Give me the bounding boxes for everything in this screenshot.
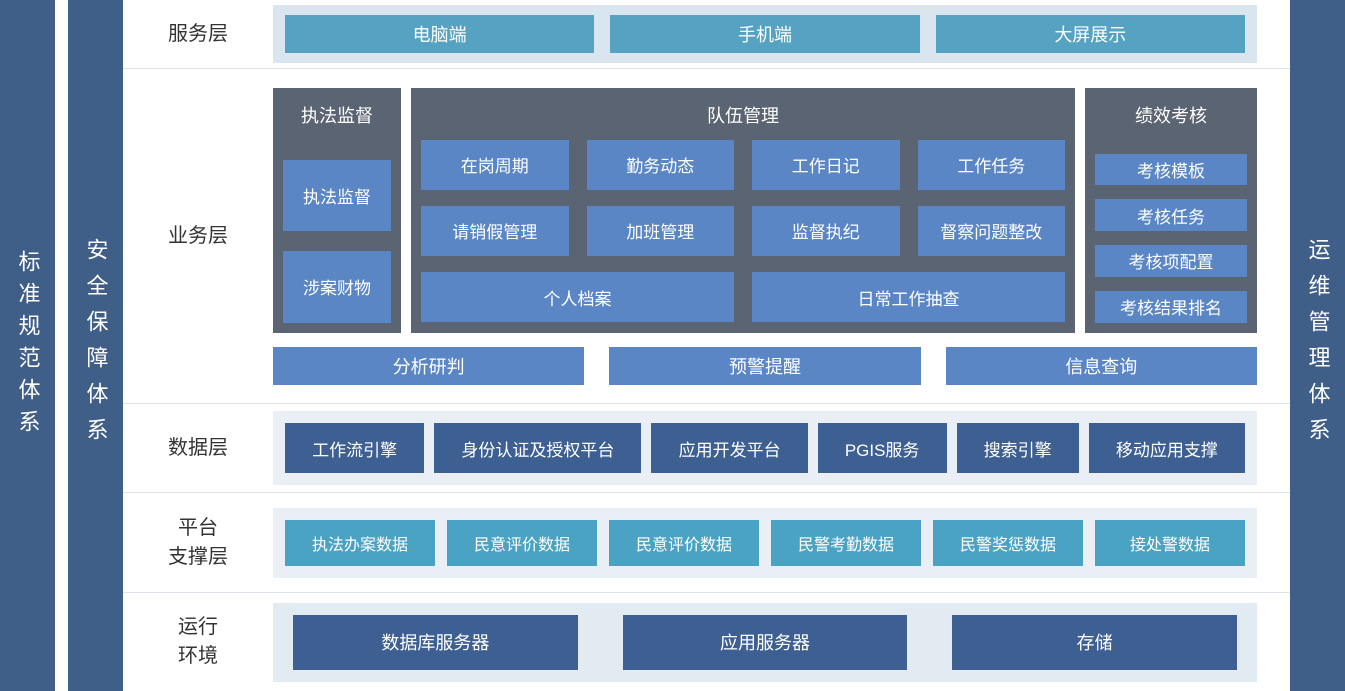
data-layer-label: 数据层 (123, 404, 273, 492)
business-layer-label: 业务层 (123, 69, 273, 403)
runtime-item-storage: 存储 (952, 614, 1238, 670)
data-item-app-dev-platform: 应用开发平台 (651, 423, 808, 473)
data-item-pgis-service: PGIS服务 (817, 423, 947, 473)
team-management-grid: 在岗周期 勤务动态 工作日记 工作任务 请销假管理 加班管理 监督执纪 督察问题… (421, 139, 1065, 323)
business-groups: 执法监督 执法监督 涉案财物 队伍管理 在岗周期 勤务动态 工作日记 工作任务 … (273, 87, 1257, 333)
service-strip: 电脑端 手机端 大屏展示 (273, 5, 1257, 63)
bar-analysis: 分析研判 (273, 346, 585, 385)
module-assessment-config: 考核项配置 (1095, 245, 1247, 277)
platform-item-opinion-data-1: 民意评价数据 (447, 519, 597, 566)
service-layer-label: 服务层 (123, 0, 273, 68)
sidebar-divider (55, 0, 68, 691)
data-strip: 工作流引擎 身份认证及授权平台 应用开发平台 PGIS服务 搜索引擎 移动应用支… (273, 411, 1257, 485)
module-assessment-template: 考核模板 (1095, 153, 1247, 186)
service-item-mobile: 手机端 (610, 15, 920, 53)
group-law-supervision-title: 执法监督 (301, 105, 373, 126)
bar-info-query: 信息查询 (945, 346, 1257, 385)
platform-item-reward-data: 民警奖惩数据 (933, 519, 1083, 566)
platform-layer-body: 执法办案数据 民意评价数据 民意评价数据 民警考勤数据 民警奖惩数据 接处警数据 (273, 493, 1257, 592)
platform-layer-row: 平台 支撑层 执法办案数据 民意评价数据 民意评价数据 民警考勤数据 民警奖惩数… (123, 492, 1290, 592)
platform-layer-label: 平台 支撑层 (123, 493, 273, 592)
module-duty-dynamics: 勤务动态 (586, 139, 734, 190)
data-layer-body: 工作流引擎 身份认证及授权平台 应用开发平台 PGIS服务 搜索引擎 移动应用支… (273, 404, 1257, 492)
group-performance-title: 绩效考核 (1135, 105, 1207, 126)
module-case-property: 涉案财物 (283, 251, 391, 323)
module-work-task: 工作任务 (917, 139, 1065, 190)
runtime-layer-label-text: 运行 (178, 616, 218, 638)
module-personal-archive: 个人档案 (421, 272, 734, 323)
group-performance: 绩效考核 考核模板 考核任务 考核项配置 考核结果排名 (1085, 87, 1257, 333)
business-bottom-bars: 分析研判 预警提醒 信息查询 (273, 346, 1257, 385)
platform-item-attendance-data: 民警考勤数据 (771, 519, 921, 566)
service-layer-row: 服务层 电脑端 手机端 大屏展示 (123, 0, 1290, 68)
module-overtime-management: 加班管理 (586, 205, 734, 257)
runtime-item-app-server: 应用服务器 (622, 614, 908, 670)
group-team-management-title: 队伍管理 (707, 105, 779, 126)
service-layer-body: 电脑端 手机端 大屏展示 (273, 0, 1257, 68)
diagram-content: 服务层 电脑端 手机端 大屏展示 业务层 执法监督 (123, 0, 1290, 691)
runtime-layer-label-text2: 环境 (178, 645, 218, 667)
module-law-supervision: 执法监督 (283, 159, 391, 231)
module-daily-work-spotcheck: 日常工作抽查 (752, 272, 1065, 323)
runtime-layer-row: 运行 环境 数据库服务器 应用服务器 存储 (123, 592, 1290, 691)
platform-strip: 执法办案数据 民意评价数据 民意评价数据 民警考勤数据 民警奖惩数据 接处警数据 (273, 507, 1257, 578)
group-team-management: 队伍管理 在岗周期 勤务动态 工作日记 工作任务 请销假管理 加班管理 监督执纪… (411, 87, 1075, 333)
module-assessment-ranking: 考核结果排名 (1095, 290, 1247, 323)
business-layer-body: 执法监督 执法监督 涉案财物 队伍管理 在岗周期 勤务动态 工作日记 工作任务 … (273, 69, 1257, 403)
service-item-bigscreen: 大屏展示 (935, 15, 1245, 53)
data-item-workflow-engine: 工作流引擎 (285, 423, 425, 473)
sidebar-standards-label: 标准规范体系 (15, 249, 41, 442)
data-item-mobile-support: 移动应用支撑 (1088, 423, 1246, 473)
platform-layer-label-text2: 支撑层 (168, 545, 228, 568)
sidebar-operations: 运维管理体系 (1290, 0, 1345, 691)
platform-item-case-data: 执法办案数据 (285, 519, 435, 566)
service-layer-label-text: 服务层 (168, 22, 228, 45)
module-duty-cycle: 在岗周期 (421, 139, 569, 190)
business-layer-label-text: 业务层 (168, 224, 228, 247)
platform-item-alarm-data: 接处警数据 (1095, 519, 1245, 566)
data-layer-label-text: 数据层 (168, 436, 228, 459)
service-item-pc: 电脑端 (285, 15, 595, 53)
group-law-supervision: 执法监督 执法监督 涉案财物 (273, 87, 401, 333)
sidebar-security: 安全保障体系 (68, 0, 123, 691)
sidebar-operations-label: 运维管理体系 (1305, 237, 1331, 454)
module-assessment-task: 考核任务 (1095, 199, 1247, 231)
data-item-search-engine: 搜索引擎 (956, 423, 1079, 473)
bar-warning: 预警提醒 (609, 346, 921, 385)
runtime-strip: 数据库服务器 应用服务器 存储 (273, 602, 1257, 682)
data-item-auth-platform: 身份认证及授权平台 (434, 423, 642, 473)
runtime-layer-body: 数据库服务器 应用服务器 存储 (273, 593, 1257, 691)
module-discipline-supervision: 监督执纪 (752, 205, 900, 257)
platform-layer-label-text: 平台 (178, 516, 218, 539)
sidebar-standards: 标准规范体系 (0, 0, 55, 691)
data-layer-row: 数据层 工作流引擎 身份认证及授权平台 应用开发平台 PGIS服务 搜索引擎 移… (123, 403, 1290, 492)
runtime-item-db-server: 数据库服务器 (293, 614, 578, 670)
sidebar-security-label: 安全保障体系 (83, 237, 109, 454)
business-layer-row: 业务层 执法监督 执法监督 涉案财物 队伍管理 在岗周期 勤务动态 (123, 68, 1290, 403)
runtime-layer-label: 运行 环境 (123, 593, 273, 691)
module-leave-management: 请销假管理 (421, 205, 569, 257)
module-work-diary: 工作日记 (752, 139, 900, 190)
platform-item-opinion-data-2: 民意评价数据 (609, 519, 759, 566)
module-inspection-rectification: 督察问题整改 (917, 205, 1065, 257)
